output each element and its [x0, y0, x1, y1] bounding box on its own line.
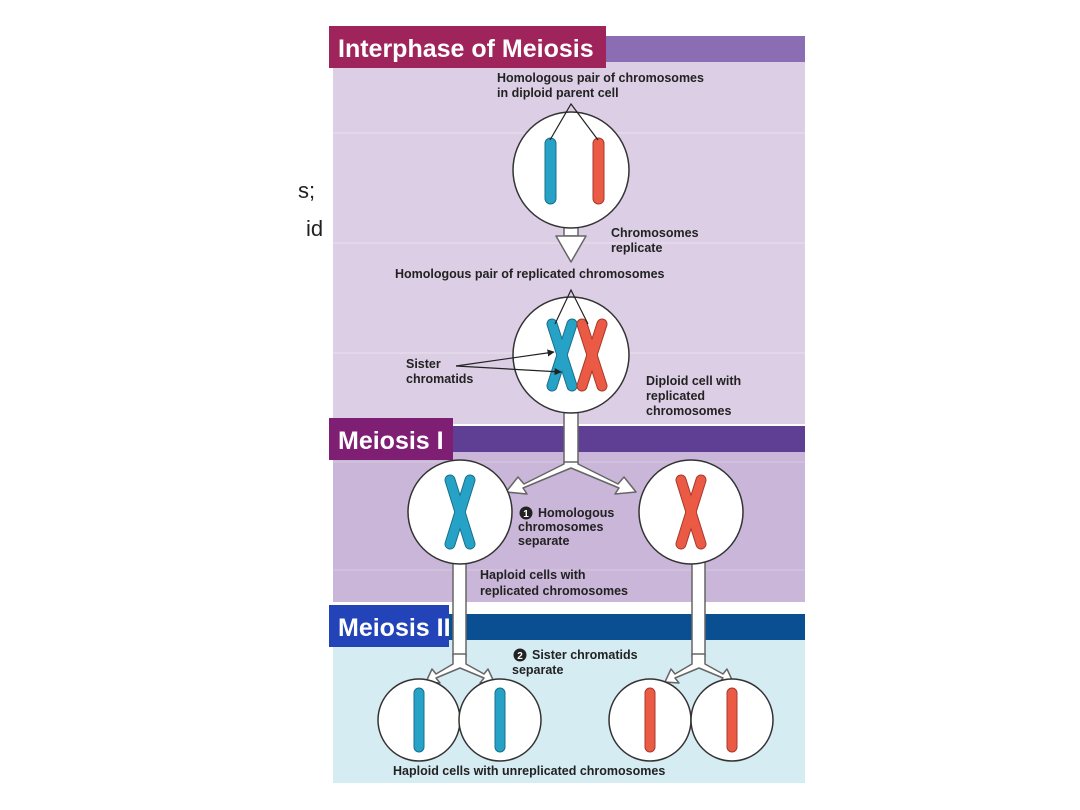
meiosis2-header-bar [443, 614, 805, 640]
homologous-pair-label-2: in diploid parent cell [497, 86, 619, 100]
haploid-replicated-label-2: replicated chromosomes [480, 584, 628, 598]
meiosis2-title: Meiosis II [338, 614, 451, 642]
meiosis2-label-box [329, 605, 449, 647]
red-chromosome [592, 137, 605, 205]
step-2-number: 2 [517, 651, 523, 662]
step2-label-2: separate [512, 663, 563, 677]
meiosis1-red-chromosome [675, 474, 707, 550]
replicated-pointer [554, 288, 589, 325]
meiosis1-blue-chromosome [444, 474, 476, 550]
daughter-2-chromosome [494, 687, 506, 753]
diploid-label-1: Diploid cell with [646, 374, 741, 388]
step2-label-1: Sister chromatids [532, 648, 638, 662]
meiosis1-title: Meiosis I [338, 427, 444, 455]
parent-cell [512, 111, 630, 229]
red-replicated-chromosome [576, 318, 608, 392]
parent-pointer [549, 102, 599, 141]
step1-label-3: separate [518, 534, 569, 548]
left-split-arrow [425, 653, 495, 684]
sister-pointer-2 [455, 365, 562, 376]
meiosis1-label-box [329, 418, 453, 460]
blue-chromosome [544, 137, 557, 205]
step1-label-2: chromosomes [518, 520, 603, 534]
diploid-label-2: replicated [646, 389, 705, 403]
interphase-title: Interphase of Meiosis [338, 35, 594, 63]
homologous-pair-label-1: Homologous pair of chromosomes [497, 71, 704, 85]
sister-pointer-1 [455, 349, 555, 367]
step1-label-1: Homologous [538, 506, 614, 520]
clipped-text-line-1: s; [298, 178, 316, 203]
sister-label-1: Sister [406, 357, 441, 371]
daughter-3-chromosome [644, 687, 656, 753]
sister-label-2: chromatids [406, 372, 473, 386]
daughter-1-chromosome [413, 687, 425, 753]
replicate-arrow-head [555, 235, 587, 263]
replicate-label-1: Chromosomes [611, 226, 699, 240]
replicated-pair-label: Homologous pair of replicated chromosome… [395, 267, 665, 281]
blue-replicated-chromosome [546, 318, 578, 392]
replicate-label-2: replicate [611, 241, 662, 255]
split-arrow [505, 461, 637, 495]
diploid-label-3: chromosomes [646, 404, 731, 418]
daughter-4-chromosome [726, 687, 738, 753]
interphase-header-bar [600, 36, 805, 62]
haploid-unreplicated-label: Haploid cells with unreplicated chromoso… [393, 764, 665, 778]
interphase-label-box [329, 26, 606, 68]
step-1-number: 1 [523, 509, 529, 520]
step-2-marker [513, 648, 527, 662]
step-1-marker [519, 506, 533, 520]
meiosis1-header-bar [447, 426, 805, 452]
clipped-text-line-2: id [306, 216, 324, 241]
haploid-replicated-label-1: Haploid cells with [480, 568, 586, 582]
